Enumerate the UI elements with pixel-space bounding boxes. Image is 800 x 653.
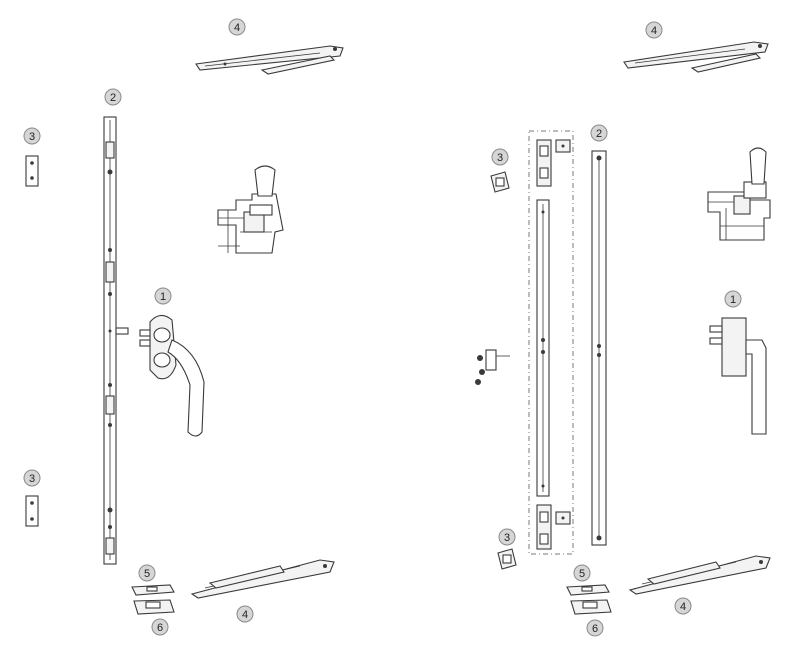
svg-text:5: 5 — [579, 568, 585, 580]
svg-text:4: 4 — [234, 22, 240, 34]
svg-text:4: 4 — [242, 609, 248, 621]
callout-left-part5: 5 — [138, 564, 156, 582]
right-part-6 — [570, 599, 612, 615]
left-part-6 — [133, 599, 175, 615]
callout-right-rod: 2 — [590, 124, 608, 142]
callout-left-keeper-top: 3 — [23, 127, 41, 145]
right-keeper-bottom — [497, 548, 517, 570]
callout-right-part5: 5 — [573, 564, 591, 582]
callout-left-stay-bottom: 4 — [236, 605, 254, 623]
callout-left-stay-top: 4 — [228, 18, 246, 36]
right-espagnolette-rod — [591, 150, 607, 546]
callout-left-keeper-bottom: 3 — [23, 469, 41, 487]
right-keeper-top — [490, 171, 510, 193]
right-friction-stay-bottom — [628, 555, 771, 595]
callout-left-rod: 2 — [104, 88, 122, 106]
svg-text:3: 3 — [504, 532, 510, 544]
svg-text:5: 5 — [144, 568, 150, 580]
left-keeper-top — [25, 155, 39, 187]
callout-left-part6: 6 — [151, 618, 169, 636]
left-keeper-bottom — [25, 495, 39, 527]
callout-right-stay-bottom: 4 — [674, 597, 692, 615]
left-friction-stay-bottom — [190, 559, 335, 599]
svg-text:3: 3 — [29, 131, 35, 143]
svg-text:2: 2 — [110, 92, 116, 104]
callout-right-handle: 1 — [724, 290, 742, 308]
callout-right-keeper-top: 3 — [491, 148, 509, 166]
right-fixing-screws — [475, 349, 510, 385]
svg-text:1: 1 — [730, 294, 736, 306]
callout-left-handle: 1 — [154, 287, 172, 305]
svg-text:6: 6 — [592, 623, 598, 635]
svg-text:3: 3 — [497, 152, 503, 164]
svg-text:2: 2 — [596, 128, 602, 140]
left-espagnolette-rod — [103, 116, 129, 565]
svg-text:1: 1 — [160, 291, 166, 303]
svg-text:3: 3 — [29, 473, 35, 485]
right-striker-group — [528, 130, 574, 555]
left-profile-section — [217, 165, 284, 254]
svg-text:4: 4 — [680, 601, 686, 613]
callout-right-part6: 6 — [586, 619, 604, 637]
right-window-handle — [709, 317, 767, 435]
callout-right-stay-top: 4 — [645, 21, 663, 39]
svg-text:4: 4 — [651, 25, 657, 37]
left-part-5 — [131, 584, 175, 596]
left-friction-stay-top — [195, 45, 344, 75]
callout-right-keeper-bottom: 3 — [498, 528, 516, 546]
right-part-5 — [566, 584, 610, 596]
right-friction-stay-top — [623, 41, 769, 73]
right-profile-section — [707, 147, 771, 241]
svg-text:6: 6 — [157, 622, 163, 634]
left-window-handle — [139, 314, 205, 437]
